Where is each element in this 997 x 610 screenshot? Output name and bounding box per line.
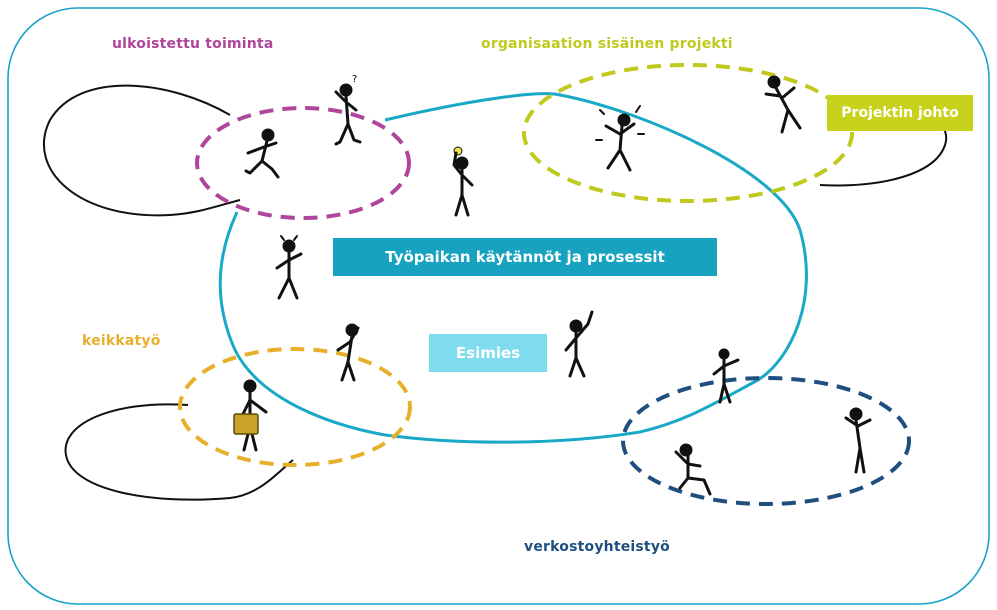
label-gig-work: keikkatyö [82,333,161,349]
svg-text:?: ? [352,74,357,85]
center-workplace-loop [218,92,808,444]
figure-worried [764,75,802,134]
box-project-lead: Projektin johto [827,95,973,131]
loop-outsourced [43,84,241,217]
figure-with-briefcase [233,379,268,452]
figure-raising-hand [564,310,594,378]
briefcase-icon [233,413,259,435]
figure-standing [844,407,872,474]
figure-thinking: ? [334,74,362,146]
figure-sitting [674,443,712,496]
figure-lightbulb [452,146,474,217]
box-manager: Esimies [429,334,547,372]
figure-pondering [336,323,360,382]
box-workplace-practices: Työpaikan käytännöt ja prosessit [333,238,717,276]
ellipse-outsourced [195,106,411,220]
outer-frame [7,7,990,605]
figure-pointing [712,348,740,404]
figure-surprised [275,235,303,300]
ellipse-gig-work [178,347,412,467]
figure-running [244,128,280,179]
ellipse-internal-project [522,63,854,203]
label-internal-project: organisaation sisäinen projekti [481,36,733,52]
label-network: verkostoyhteistyö [524,539,670,555]
label-outsourced: ulkoistettu toiminta [112,36,274,52]
loop-gig-work [64,403,294,501]
ellipse-network [621,376,911,506]
figure-excited [595,105,645,172]
